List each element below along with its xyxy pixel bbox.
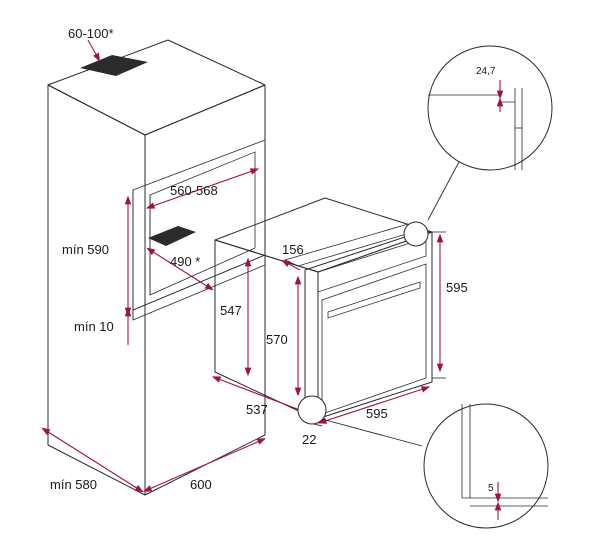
label-oven-depth: 547	[220, 303, 242, 318]
label-oven-body-depth: 537	[246, 402, 268, 417]
label-cabinet-width: 600	[190, 477, 212, 492]
bottom-vent-slot	[148, 226, 196, 246]
detail-circle-bottom	[423, 403, 549, 529]
label-cabinet-depth: mín 580	[50, 477, 97, 492]
dimension-lines	[41, 39, 446, 493]
callout-marker-top	[403, 221, 429, 247]
label-oven-body-height: 570	[266, 332, 288, 347]
tall-cabinet	[47, 39, 266, 496]
label-oven-height: 595	[446, 280, 468, 295]
label-oven-panel-depth: 156	[282, 242, 304, 257]
label-front-gap: 22	[302, 432, 316, 447]
label-detail-bottom: 5	[488, 483, 494, 494]
label-base-height: mín 10	[74, 319, 114, 334]
detail-top-content	[428, 80, 523, 170]
label-niche-depth: 490 *	[170, 254, 200, 269]
detail-bottom-content	[461, 404, 548, 520]
label-top-vent: 60-100*	[68, 26, 114, 41]
label-niche-width: 560-568	[170, 183, 218, 198]
label-niche-height: mín 590	[62, 242, 109, 257]
top-vent-slot	[80, 55, 148, 76]
callout-marker-bottom	[297, 395, 327, 425]
label-detail-top: 24,7	[476, 66, 496, 77]
detail-circle-top	[427, 45, 553, 171]
label-oven-width: 595	[366, 406, 388, 421]
